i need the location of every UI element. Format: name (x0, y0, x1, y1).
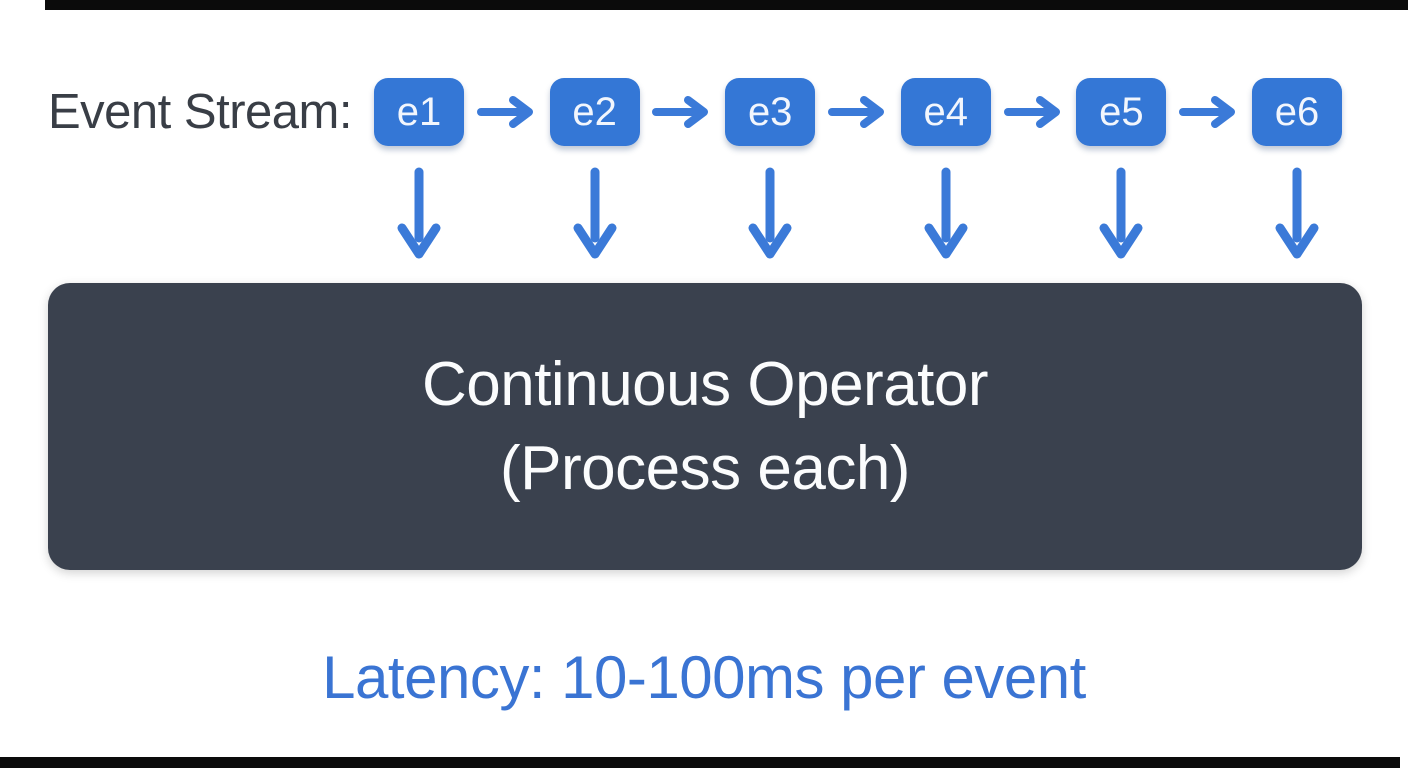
arrow-down-icon (1076, 166, 1166, 262)
event-stream-label: Event Stream: (48, 85, 352, 139)
latency-caption: Latency: 10-100ms per event (322, 644, 1086, 711)
event-box-label: e4 (923, 89, 969, 134)
event-box-e2: e2 (549, 78, 640, 146)
arrow-right-icon (464, 78, 550, 146)
continuous-operator-box: Continuous Operator (Process each) (48, 283, 1362, 570)
event-box-label: e1 (396, 89, 442, 134)
arrow-right-icon (1166, 78, 1252, 146)
arrow-right-icon (991, 78, 1077, 146)
arrow-right-icon (640, 78, 726, 146)
arrow-down-icon (550, 166, 640, 262)
arrow-down-icon (901, 166, 991, 262)
event-box-label: e6 (1274, 89, 1320, 134)
event-box-label: e2 (572, 89, 617, 134)
bottom-edge-bar (0, 757, 1400, 768)
arrow-down-icon (374, 166, 464, 262)
down-arrows-row (374, 166, 1342, 262)
top-edge-bar (45, 0, 1408, 10)
event-box-e3: e3 (725, 78, 816, 146)
event-stream-row: e1 e2 e3 e4 (374, 78, 1342, 146)
operator-subtitle: (Process each) (500, 433, 910, 503)
operator-title: Continuous Operator (421, 349, 989, 419)
event-box-e4: e4 (900, 78, 991, 146)
arrow-down-icon (725, 166, 815, 262)
event-box-e5: e5 (1076, 78, 1167, 146)
event-box-label: e3 (747, 89, 793, 134)
event-box-e6: e6 (1251, 78, 1342, 146)
arrow-right-icon (815, 78, 901, 146)
event-box-label: e5 (1099, 89, 1144, 134)
event-box-e1: e1 (374, 78, 464, 146)
arrow-down-icon (1252, 166, 1342, 262)
